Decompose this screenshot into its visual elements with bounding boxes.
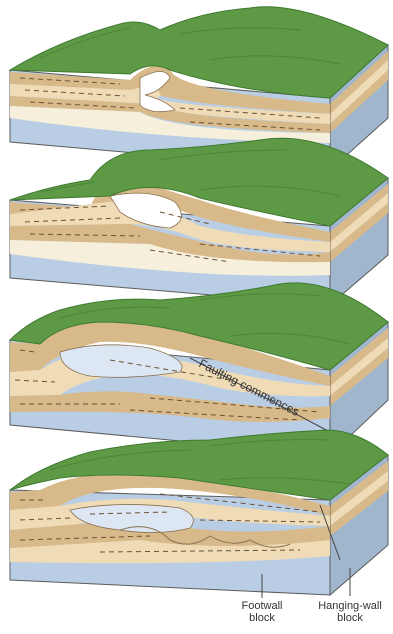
hanging-wall-label-line-2: block bbox=[337, 612, 363, 624]
footwall-label-line-2: block bbox=[249, 612, 275, 624]
panel-4-block bbox=[10, 430, 388, 595]
panel-3-block: Faulting commences bbox=[10, 283, 388, 455]
footwall-label-line-1: Footwall bbox=[242, 600, 283, 612]
panel-2-block bbox=[10, 138, 388, 305]
hanging-wall-label-line-1: Hanging-wall bbox=[318, 600, 382, 612]
panel-1-block bbox=[10, 7, 388, 170]
